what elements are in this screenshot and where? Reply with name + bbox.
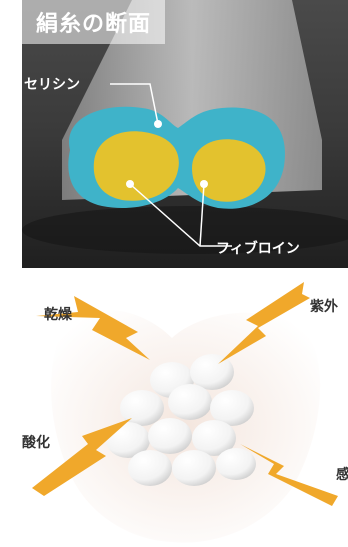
fibroin-pointer-dot-right <box>200 180 208 188</box>
uv-arrow-icon <box>218 282 310 364</box>
sericin-label: セリシン <box>24 77 80 93</box>
infection-arrow-icon <box>240 444 338 506</box>
dryness-label: 乾燥 <box>44 307 72 323</box>
fibroin-pointer-line-right <box>199 183 205 247</box>
cocoons-illustration <box>22 268 348 547</box>
section-title: 絹糸の断面 <box>36 12 152 37</box>
fibroin-left <box>93 131 179 201</box>
infection-label: 感 <box>336 467 348 483</box>
cocoons-in-hands-photo: 乾燥 紫外 酸化 感 <box>22 268 348 547</box>
fibroin-label: フィブロイン <box>216 241 300 257</box>
uv-label: 紫外 <box>310 299 338 315</box>
sericin-pointer-dot <box>154 120 162 128</box>
cross-section-illustration <box>22 0 348 268</box>
cocoon-cluster <box>106 354 256 486</box>
oxidation-arrow-icon <box>32 418 132 496</box>
section-title-box: 絹糸の断面 <box>22 0 166 44</box>
dryness-arrow-icon <box>36 296 150 360</box>
sericin-pointer-line <box>110 83 159 125</box>
silk-cross-section-panel: 絹糸の断面 セリシン フィブロイン <box>22 0 348 268</box>
oxidation-label: 酸化 <box>22 435 50 451</box>
fibroin-pointer-dot-left <box>126 180 134 188</box>
fibroin-right <box>192 139 266 202</box>
